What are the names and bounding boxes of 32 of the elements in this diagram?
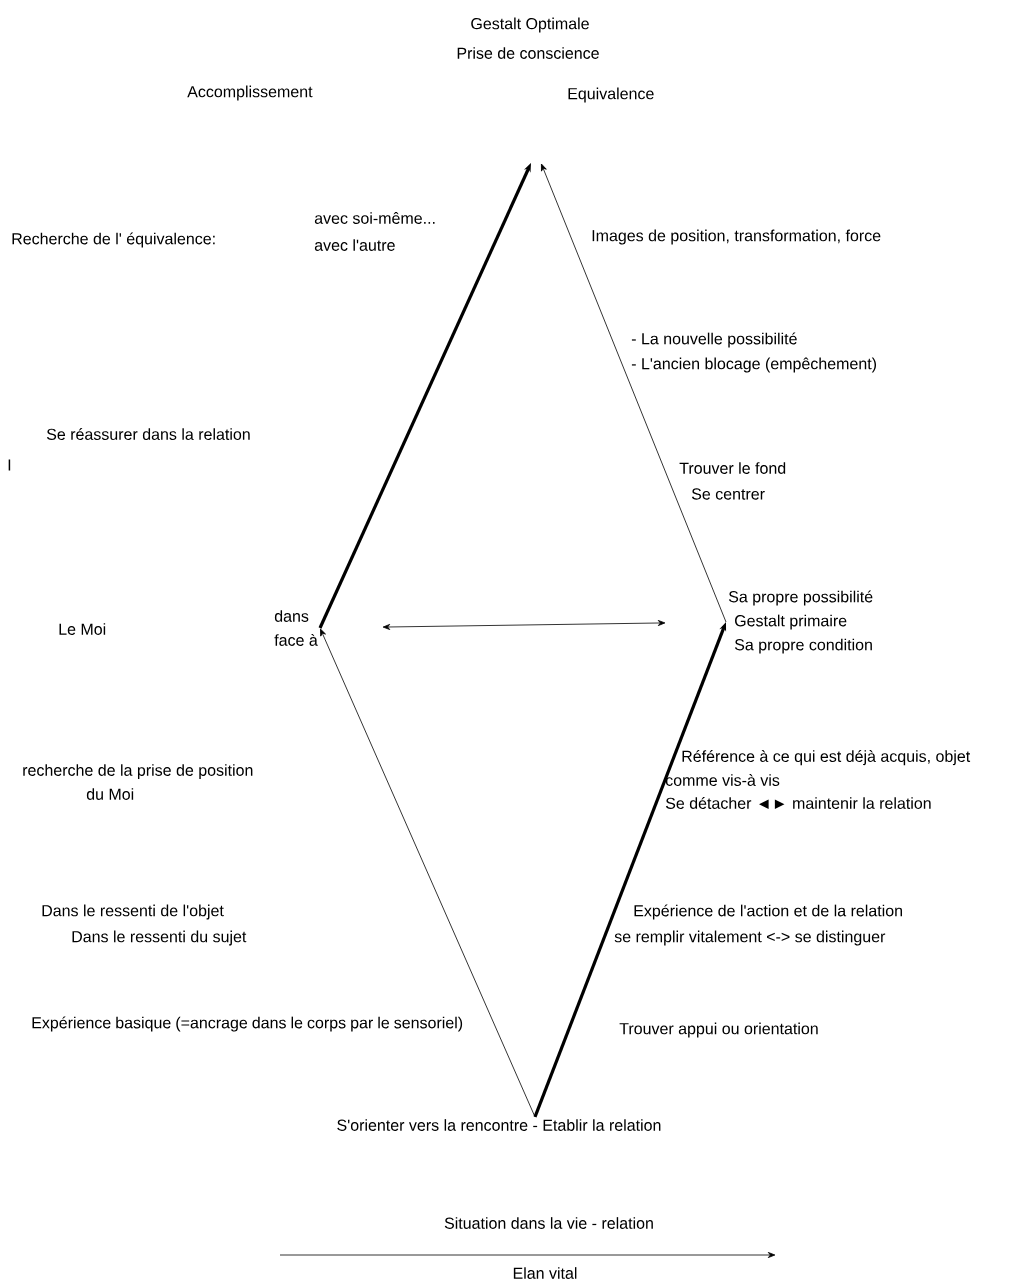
text-label: Elan vital (513, 1267, 577, 1279)
text-label: Expérience de l'action et de la relation (634, 904, 902, 920)
text-label: recherche de la prise de position du Moi (23, 764, 253, 800)
text-label: Equivalence (568, 87, 654, 103)
text-label: I (8, 459, 11, 471)
text-label: Expérience basique (=ancrage dans le corps par le sensoriel) (32, 1016, 463, 1032)
vertex-label: dans face à (274, 610, 318, 646)
text-label: Se réassurer dans la relation (46, 428, 250, 440)
text-label: Trouver appui ou orientation (619, 1022, 818, 1038)
text-label: Dans le ressenti du sujet (72, 930, 247, 946)
text-label: Dans le ressenti de l'objet (42, 904, 224, 920)
text-label: Images de position, transformation, force (592, 229, 881, 245)
text-label: Trouver le fond (679, 462, 786, 474)
text-label: Recherche de l' équivalence: (12, 232, 215, 248)
text-label: avec soi-même... (314, 212, 435, 224)
arrow (382, 620, 666, 630)
text-label: Se détacher ◄► maintenir la relation (665, 797, 931, 809)
vertex-label: S'orienter vers la rencontre - Etablir la relation (337, 1119, 661, 1131)
text-label: se remplir vitalement <-> se distinguer (614, 930, 886, 946)
text-label: - L'ancien blocage (empêchement) (631, 357, 876, 373)
arrow (320, 628, 536, 1118)
text-label: Le Moi (59, 623, 106, 635)
arrow (541, 163, 727, 623)
text-label: Gestalt Optimale (471, 17, 589, 33)
text-label: Accomplissement (187, 85, 313, 101)
text-label: - La nouvelle possibilité (631, 332, 797, 348)
text-label: Prise de conscience (457, 47, 599, 59)
text-label: Référence à ce qui est déjà acquis, objet comme vis-à vis (665, 750, 971, 786)
text-label: avec l'autre (314, 239, 395, 251)
text-label: Se centrer (691, 488, 765, 500)
text-label: Situation dans la vie - relation (444, 1217, 653, 1229)
vertex-label: Sa propre possibilité Gestalt primaire Sa propre condition (728, 590, 873, 654)
